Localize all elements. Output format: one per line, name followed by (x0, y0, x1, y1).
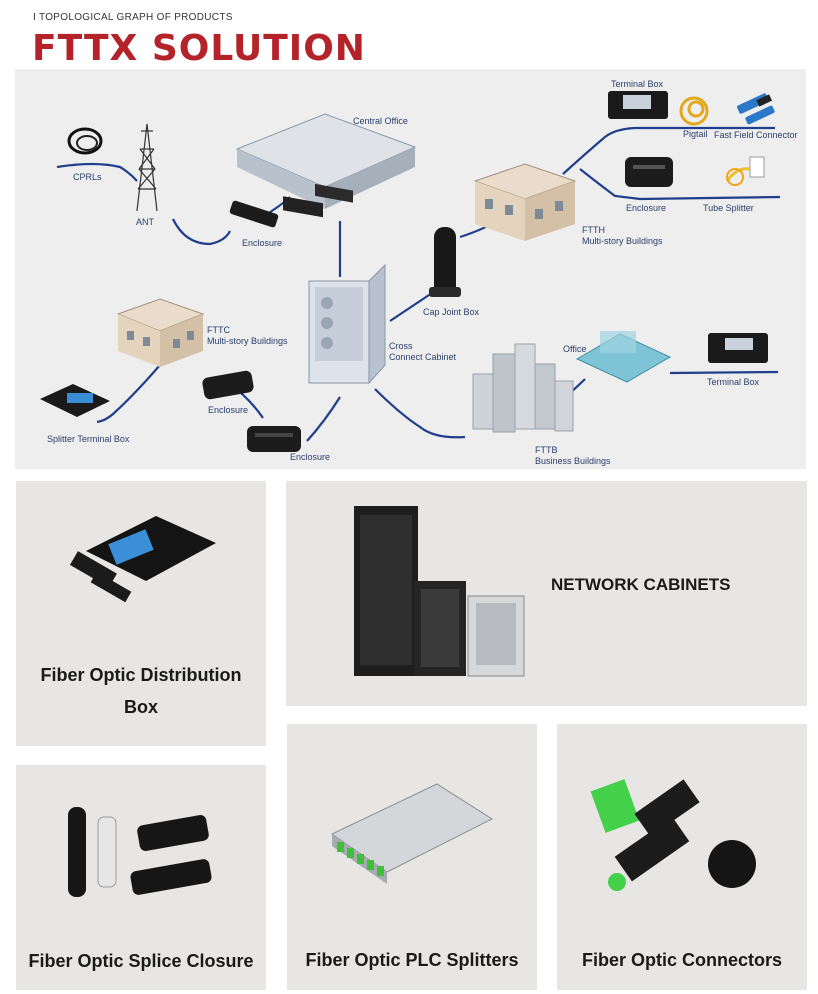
cprls-label: CPRLs (73, 172, 102, 182)
fttc-label: FTTC (207, 325, 230, 335)
tube-splitter-icon (725, 156, 765, 186)
connect-cabinet-label: Connect Cabinet (389, 352, 457, 362)
distribution-box-label-1: Fiber Optic Distribution (40, 665, 242, 685)
enclosure-bottom-icon (247, 426, 301, 452)
page-title: FTTX SOLUTION (32, 28, 366, 69)
connectors-image (590, 779, 756, 891)
fttb-label: FTTB (535, 445, 558, 455)
card-distribution-box[interactable]: Fiber Optic Distribution Box (16, 481, 266, 746)
distribution-box-image (69, 516, 216, 603)
ant-label: ANT (136, 217, 155, 227)
network-cabinets-image (354, 506, 525, 677)
office-label: Office (563, 344, 586, 354)
cap-joint-box-icon (429, 227, 461, 297)
enclosure-ftth-label: Enclosure (626, 203, 666, 213)
fttb-sub-label: Business Buildings (535, 456, 611, 466)
plc-splitters-label: Fiber Optic PLC Splitters (305, 950, 519, 970)
cprls-coil-icon (67, 127, 103, 155)
network-cabinets-label: NETWORK CABINETS (551, 575, 731, 594)
splitter-terminal-box-icon (40, 384, 110, 417)
terminal-box-right-label: Terminal Box (707, 377, 760, 387)
pigtail-icon (679, 96, 709, 126)
fttc-sub-label: Multi-story Buildings (207, 336, 288, 346)
section-subtitle: I TOPOLOGICAL GRAPH OF PRODUCTS (33, 12, 233, 23)
card-network-cabinets[interactable]: NETWORK CABINETS (286, 481, 807, 706)
ftth-label: FTTH (582, 225, 605, 235)
topology-links (56, 126, 781, 442)
office-icon (575, 331, 672, 383)
ftth-sub-label: Multi-story Buildings (582, 236, 663, 246)
antenna-tower-icon (136, 123, 158, 212)
fttc-building-icon (116, 298, 205, 367)
connectors-label: Fiber Optic Connectors (581, 950, 783, 970)
terminal-box-top-icon (608, 91, 668, 119)
central-office-icon (235, 113, 417, 218)
enclosure-top-label: Enclosure (242, 238, 282, 248)
card-plc-splitters[interactable]: Fiber Optic PLC Splitters (287, 724, 537, 990)
splice-closure-label: Fiber Optic Splice Closure (28, 951, 254, 971)
terminal-box-right-icon (708, 333, 768, 363)
fttb-building-icon (472, 343, 574, 433)
topology-diagram: CPRLs ANT Central Office Enc (15, 69, 806, 469)
terminal-box-top-label: Terminal Box (611, 79, 664, 89)
plc-splitters-image (331, 783, 494, 884)
cross-label: Cross (389, 341, 413, 351)
cross-connect-cabinet-icon (308, 263, 386, 385)
tube-splitter-label: Tube Splitter (703, 203, 754, 213)
central-office-label: Central Office (353, 116, 408, 126)
card-splice-closure[interactable]: Fiber Optic Splice Closure (16, 765, 266, 990)
pigtail-label: Pigtail (683, 129, 708, 139)
cap-joint-box-label: Cap Joint Box (423, 307, 480, 317)
card-connectors[interactable]: Fiber Optic Connectors (557, 724, 807, 990)
enclosure-top-icon (229, 200, 279, 228)
enclosure-mid-label: Enclosure (208, 405, 248, 415)
splitter-terminal-box-label: Splitter Terminal Box (47, 434, 130, 444)
splice-closure-image (68, 807, 212, 897)
fast-field-connector-label: Fast Field Connector (714, 130, 798, 140)
enclosure-mid-icon (202, 370, 254, 400)
enclosure-ftth-icon (625, 157, 673, 187)
fast-field-connector-icon (737, 93, 775, 125)
enclosure-bottom-label: Enclosure (290, 452, 330, 462)
ftth-building-icon (473, 163, 577, 241)
distribution-box-label-2: Box (123, 697, 158, 717)
